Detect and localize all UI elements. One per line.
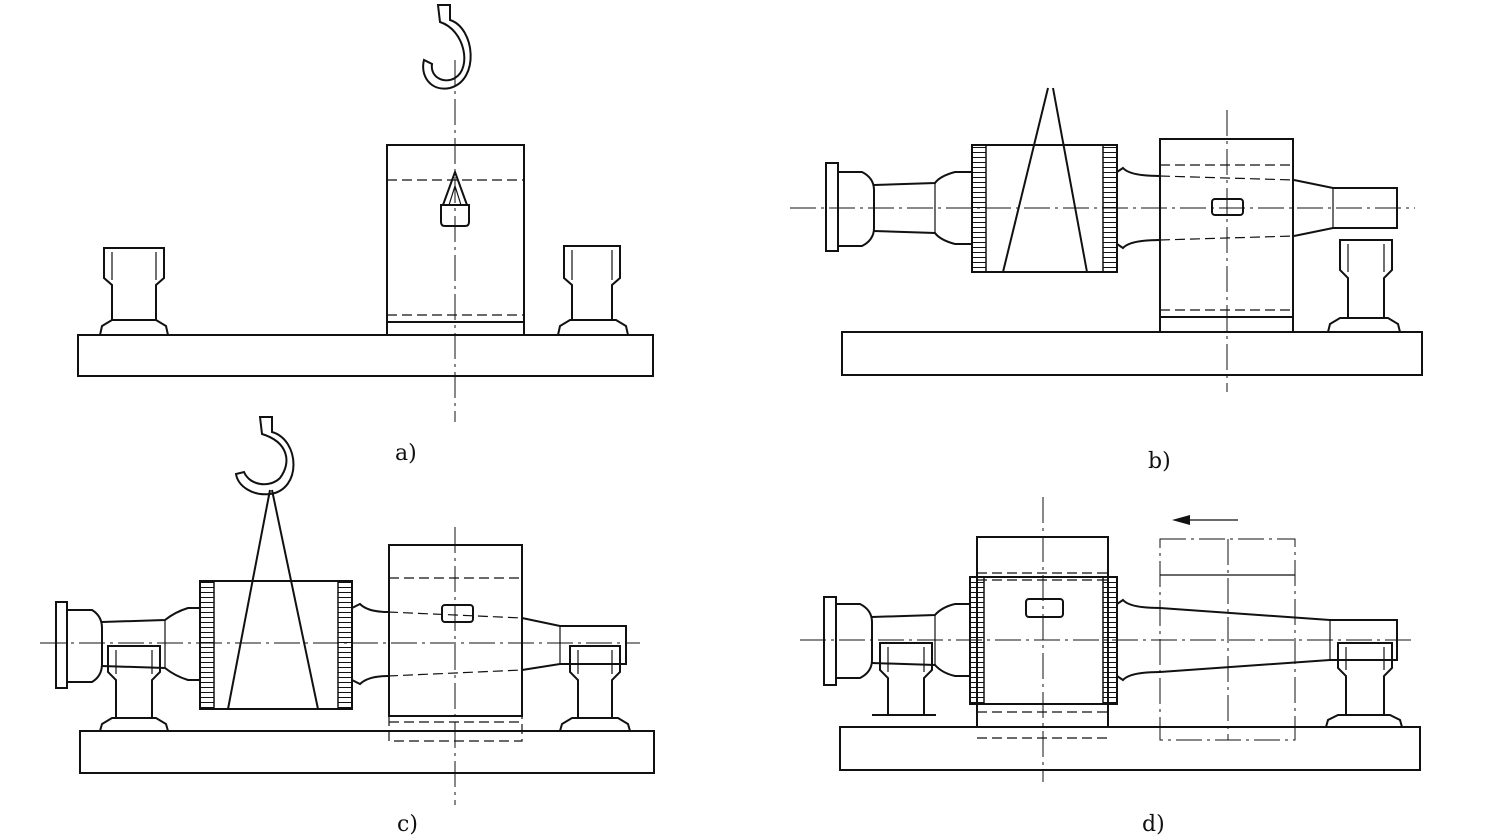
panel-b: b) <box>790 87 1423 474</box>
caption-c: c) <box>397 812 418 837</box>
hook-icon <box>422 4 472 90</box>
left-support <box>872 642 936 716</box>
rotor-body <box>199 489 353 710</box>
rotor-body <box>971 87 1118 273</box>
caption-d: d) <box>1142 812 1165 837</box>
left-support <box>99 645 169 732</box>
right-support <box>1325 642 1403 728</box>
hook-icon <box>234 416 295 496</box>
right-support <box>557 245 629 336</box>
panel-a: a) <box>77 4 654 466</box>
right-support <box>559 645 631 732</box>
panel-c: c) <box>40 416 655 837</box>
rotor-shaft <box>55 601 627 689</box>
phantom-sleeve <box>1159 538 1296 741</box>
base-plate <box>77 334 654 377</box>
caption-a: a) <box>395 441 417 466</box>
rotor-shaft <box>823 596 1398 686</box>
base-plate <box>841 331 1423 376</box>
arrow-left-icon <box>1172 515 1238 525</box>
left-support <box>99 247 169 336</box>
sleeve-block <box>388 544 523 742</box>
right-support <box>1327 239 1401 333</box>
base-plate <box>839 726 1421 771</box>
base-plate <box>79 730 655 774</box>
sleeve-block <box>976 536 1109 739</box>
rotor-shaft <box>825 162 1398 252</box>
sleeve-block <box>1159 138 1294 333</box>
caption-b: b) <box>1148 449 1171 474</box>
panel-d: d) <box>800 497 1421 837</box>
